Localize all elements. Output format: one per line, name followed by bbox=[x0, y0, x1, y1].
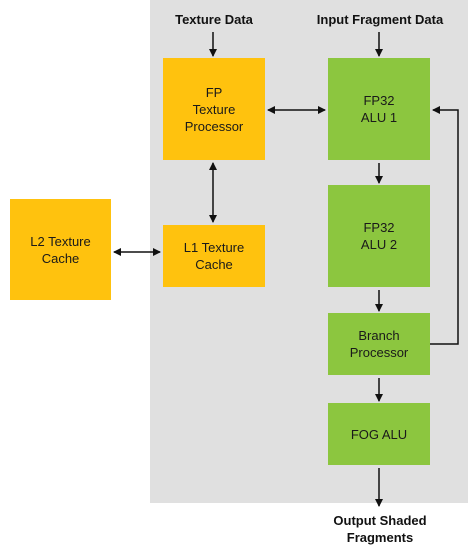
branch-processor-line-1: Branch bbox=[358, 328, 400, 343]
branch-processor-line-2: Processor bbox=[349, 345, 409, 360]
output-label-line-2: Fragments bbox=[346, 530, 414, 545]
output-shaded-fragments-label: Output Shaded Fragments bbox=[310, 512, 450, 546]
fp32-alu-2-box: FP32 ALU 2 bbox=[328, 185, 430, 287]
l1-texture-cache-line-2: Cache bbox=[195, 257, 233, 272]
l2-texture-cache-box: L2 Texture Cache bbox=[10, 199, 111, 300]
fp32-alu-2-line-1: FP32 bbox=[363, 220, 395, 235]
fog-alu-line-1: FOG ALU bbox=[350, 426, 408, 442]
fp32-alu-1-line-2: ALU 1 bbox=[360, 110, 398, 125]
input-fragment-data-label: Input Fragment Data bbox=[316, 12, 444, 27]
fp-texture-processor-line-2: Texture bbox=[192, 101, 236, 117]
l2-texture-cache-line-2: Cache bbox=[41, 250, 80, 266]
output-label-line-1: Output Shaded bbox=[333, 513, 427, 528]
fp-texture-processor-box: FP Texture Processor bbox=[163, 58, 265, 160]
l2-texture-cache-line-1: L2 Texture bbox=[30, 233, 91, 249]
branch-processor-box: Branch Processor bbox=[328, 313, 430, 375]
fp32-alu-1-box: FP32 ALU 1 bbox=[328, 58, 430, 160]
l1-texture-cache-box: L1 Texture Cache bbox=[163, 225, 265, 287]
fp-texture-processor-line-1: FP bbox=[205, 84, 223, 100]
l1-texture-cache-line-1: L1 Texture bbox=[183, 240, 245, 255]
fp-texture-processor-line-3: Processor bbox=[184, 118, 244, 134]
fog-alu-box: FOG ALU bbox=[328, 403, 430, 465]
texture-data-label: Texture Data bbox=[175, 12, 253, 27]
fp32-alu-1-line-1: FP32 bbox=[363, 93, 395, 108]
fp32-alu-2-line-2: ALU 2 bbox=[360, 237, 398, 252]
